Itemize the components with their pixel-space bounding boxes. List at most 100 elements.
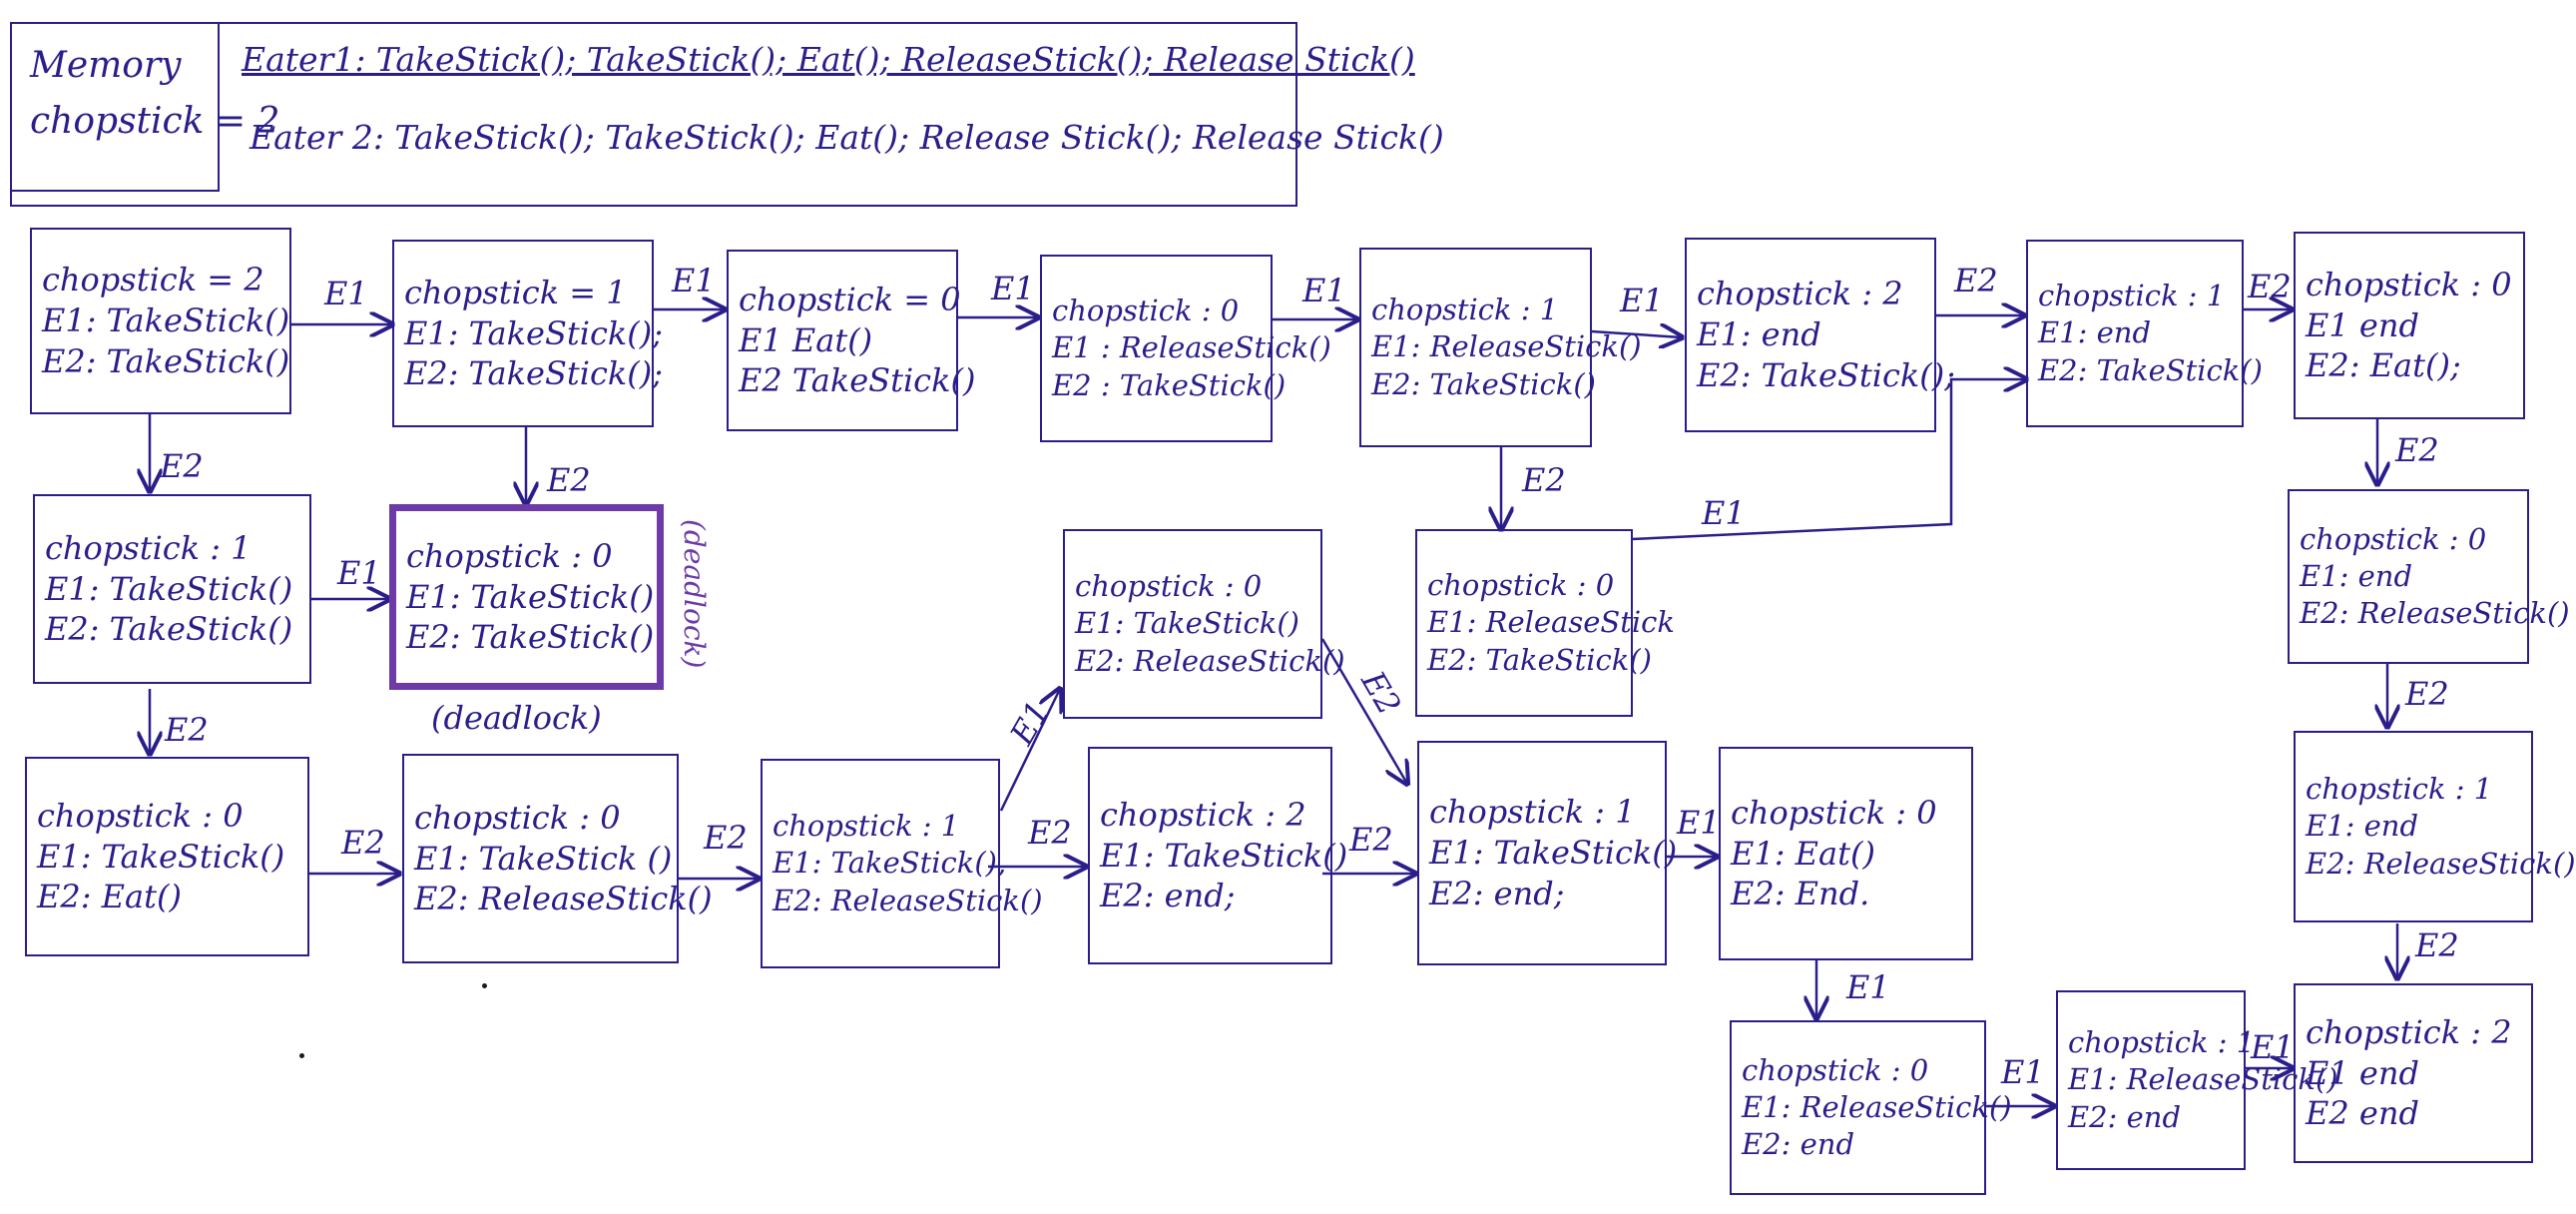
edge-label-s7-s12: E2	[2395, 431, 2439, 469]
state-box: chopstick : 1 E1: end E2: TakeStick()	[2026, 240, 2263, 427]
edge-label-s0-s8: E2	[160, 447, 204, 485]
state-e2: E2: ReleaseStick()	[2306, 846, 2576, 881]
ink-dot	[482, 983, 487, 988]
state-e1: E1 end	[2306, 1053, 2419, 1092]
state-box: chopstick : 2 E1 end E2 end	[2294, 983, 2533, 1163]
edge-label-s19-s22: E2	[2415, 926, 2459, 964]
state-box: chopstick : 0 E1: Eat() E2: End.	[1719, 747, 1973, 960]
edge-label-s2-s3: E1	[991, 270, 1035, 307]
state-count: chopstick : 0	[1427, 568, 1615, 603]
state-count: chopstick : 0	[2300, 521, 2487, 556]
edge-label-s12-s19: E2	[2405, 675, 2449, 713]
state-e1: E1: ReleaseStick()	[2068, 1062, 2338, 1097]
state-e1: E1: end	[1697, 315, 1821, 354]
edge-label-s13-s14: E2	[341, 824, 385, 862]
state-e1: E1: TakeStick()	[406, 577, 655, 616]
state-count: chopstick : 1	[45, 528, 252, 567]
state-e1: E1: end	[2306, 809, 2419, 844]
edge-label-s18-s20: E1	[1846, 968, 1890, 1006]
state-e2: E2: ReleaseStick()	[773, 883, 1043, 917]
state-box: chopstick : 0 E1: end E2: ReleaseStick()	[2288, 489, 2570, 664]
state-count: chopstick : 2	[1100, 795, 1306, 834]
state-box: chopstick : 1 E1: ReleaseStick() E2: Tak…	[1359, 248, 1642, 447]
state-count: chopstick : 0	[1731, 793, 1937, 832]
state-box: chopstick : 0 E1: TakeStick() E2: Releas…	[1063, 529, 1345, 719]
eater1-program: Eater1: TakeStick(); TakeStick(); Eat();…	[242, 40, 1415, 79]
state-e1: E1 end	[2306, 305, 2419, 344]
state-e1: E1: TakeStick();	[404, 313, 664, 352]
deadlock-state-box: chopstick : 0 E1: TakeStick() E2: TakeSt…	[389, 504, 664, 690]
state-count: chopstick : 2	[1697, 275, 1903, 313]
edge-label-s15-s16: E2	[1028, 814, 1072, 852]
edge-label-s3-s4: E1	[1302, 272, 1346, 309]
edge-label-s6-s7: E2	[2248, 268, 2292, 305]
state-e1: E1: TakeStick(),	[773, 846, 1007, 881]
state-box: chopstick : 1 E1: TakeStick() E2: end;	[1417, 741, 1677, 965]
state-count: chopstick : 1	[2068, 1025, 2256, 1060]
memory-title: Memory	[30, 45, 182, 86]
state-count: chopstick = 0	[739, 280, 961, 318]
ink-dot	[299, 1053, 304, 1058]
edge-label-s8-s13: E2	[165, 711, 209, 749]
edge-label-s5-s6: E2	[1954, 262, 1998, 300]
eater2-program: Eater 2: TakeStick(); TakeStick(); Eat()…	[250, 118, 1444, 157]
state-box: chopstick : 1 E1: ReleaseStick() E2: end	[2056, 990, 2338, 1170]
edge-label-s10-s6: E1	[1702, 494, 1746, 532]
edge-label-s1-s2: E1	[672, 262, 716, 300]
deadlock-side-label: (deadlock)	[678, 519, 711, 669]
state-e2: E2: TakeStick()	[45, 610, 293, 649]
state-e2: E2 TakeStick()	[739, 361, 976, 400]
edge-label-s21-s22: E1	[2251, 1028, 2295, 1066]
state-e1: E1 : ReleaseStick()	[1052, 330, 1331, 365]
state-count: chopstick : 1	[1429, 793, 1636, 832]
state-box: chopstick : 0 E1: TakeStick() E2: Eat()	[25, 757, 309, 956]
edge-label-s16-s17: E2	[1349, 821, 1393, 859]
state-count: chopstick : 0	[2306, 265, 2512, 304]
state-count: chopstick : 0	[1075, 569, 1263, 604]
state-e2: E2: End.	[1731, 875, 1870, 913]
state-box: chopstick : 1 E1: end E2: ReleaseStick()	[2294, 731, 2576, 922]
edge-label-s4-s5: E1	[1620, 282, 1664, 319]
deadlock-label: (deadlock)	[431, 699, 602, 737]
state-box: chopstick : 0 E1 : ReleaseStick() E2 : T…	[1040, 255, 1331, 442]
state-box: chopstick : 0 E1: ReleaseStick E2: TakeS…	[1415, 529, 1675, 717]
state-count: chopstick : 2	[2306, 1012, 2512, 1051]
state-e2: E2: end;	[1100, 877, 1236, 915]
state-e2: E2: ReleaseStick()	[2300, 596, 2570, 631]
edge-label-s20-s21: E1	[2001, 1053, 2045, 1091]
state-e1: E1: TakeStick ()	[414, 839, 673, 878]
arrow-s10-s6	[1631, 379, 2026, 541]
state-box: chopstick : 2 E1: TakeStick() E2: end;	[1088, 747, 1347, 964]
edge-label-s17-s18: E1	[1677, 804, 1721, 842]
state-e2: E2: TakeStick();	[1697, 355, 1956, 394]
state-e1: E1: ReleaseStick	[1427, 605, 1675, 640]
state-box: chopstick : 0 E1 end E2: Eat();	[2294, 232, 2525, 419]
state-e2: E2: ReleaseStick()	[414, 880, 713, 918]
state-e2: E2: TakeStick()	[2038, 352, 2263, 387]
edge-label-s1-s9: E2	[547, 461, 591, 499]
state-e1: E1: TakeStick()	[42, 302, 290, 340]
state-box: chopstick = 0 E1 Eat() E2 TakeStick()	[727, 250, 976, 431]
state-count: chopstick : 0	[1742, 1052, 1929, 1087]
edge-label-s0-s1: E1	[324, 275, 368, 312]
state-e1: E1 Eat()	[739, 320, 873, 359]
state-count: chopstick : 0	[414, 798, 621, 837]
state-count: chopstick : 0	[406, 536, 613, 575]
edge-label-s4-s10: E2	[1522, 461, 1566, 499]
state-e1: E1: ReleaseStick()	[1371, 329, 1642, 364]
state-e2: E2: Eat()	[37, 878, 182, 916]
state-e1: E1: end	[2300, 558, 2413, 593]
state-e2: E2: Eat();	[2306, 346, 2461, 385]
state-e1: E1: ReleaseStick()	[1742, 1089, 2012, 1124]
state-e2: E2: ReleaseStick()	[1075, 643, 1345, 678]
state-box: chopstick : 0 E1: TakeStick () E2: Relea…	[402, 754, 713, 963]
state-box: chopstick : 0 E1: ReleaseStick() E2: end	[1730, 1020, 2012, 1195]
state-e2: E2: end	[2068, 1099, 2182, 1134]
state-e1: E1: TakeStick()	[37, 837, 285, 876]
state-box: chopstick = 1 E1: TakeStick(); E2: TakeS…	[392, 240, 664, 427]
state-e2: E2: TakeStick()	[1427, 642, 1652, 677]
state-e2: E2: end	[1742, 1127, 1855, 1162]
state-count: chopstick : 0	[1052, 294, 1240, 328]
